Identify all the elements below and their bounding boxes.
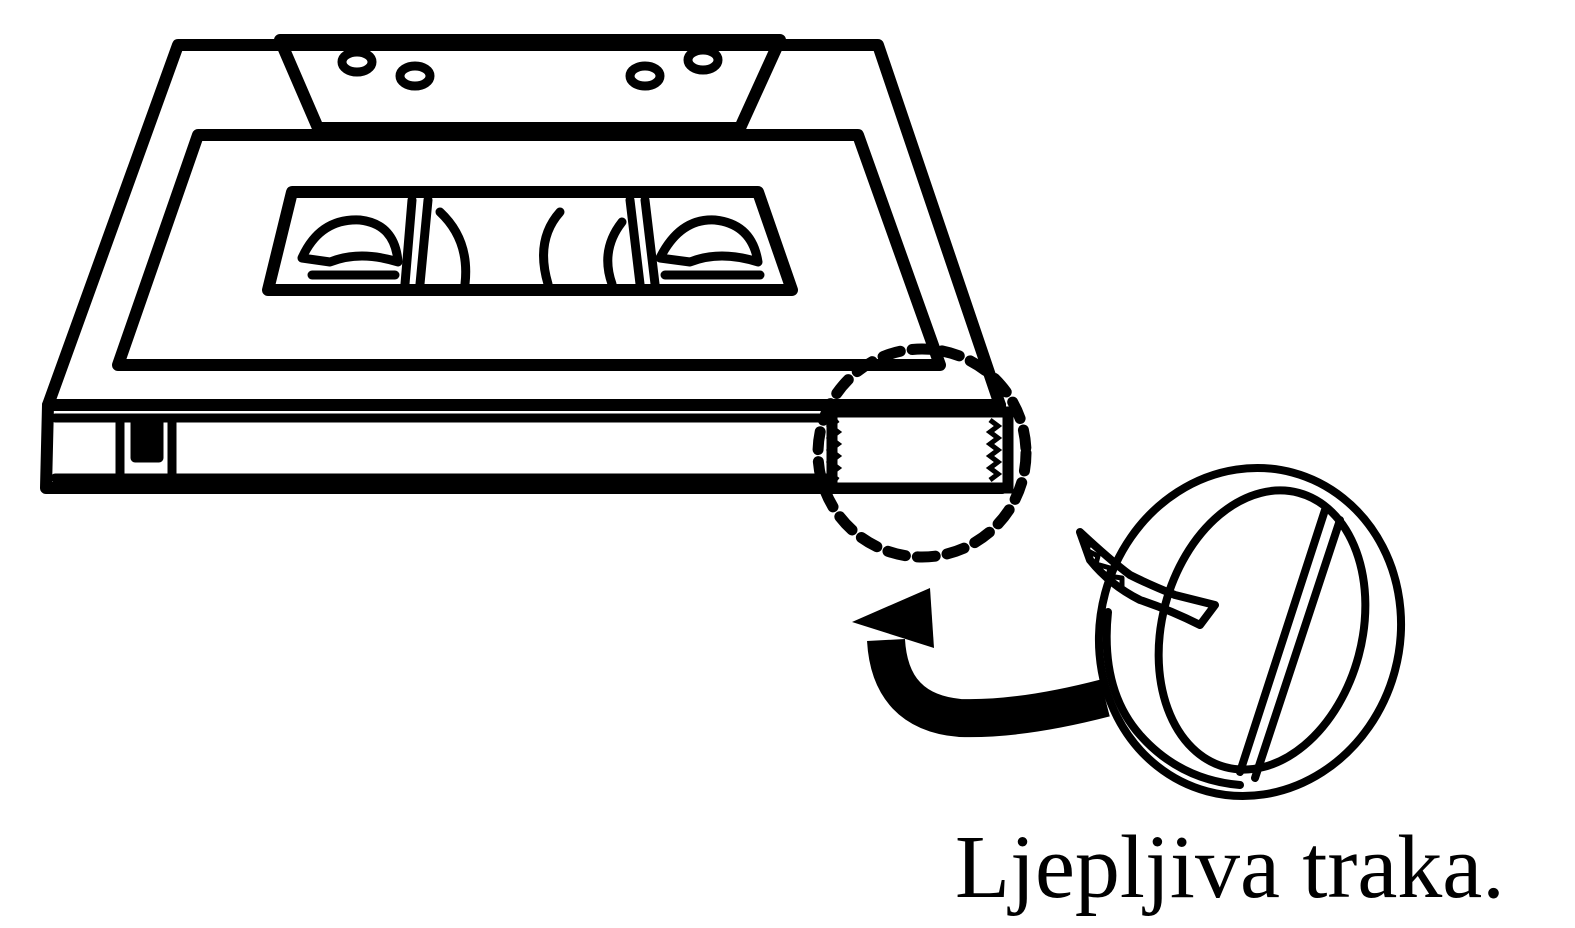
- cassette-top-face: [48, 45, 1000, 405]
- curved-arrow-icon: [852, 588, 1105, 718]
- front-edge-notch: [120, 418, 172, 480]
- tape-roll-illustration: [1062, 434, 1437, 830]
- cassette-label-area: [118, 135, 940, 365]
- window-details: [302, 200, 760, 284]
- covered-tab: [832, 412, 1008, 488]
- screw-holes: [342, 50, 718, 86]
- dashed-highlight-circle: [818, 349, 1026, 557]
- tape-caption: Ljepljiva traka.: [955, 818, 1505, 918]
